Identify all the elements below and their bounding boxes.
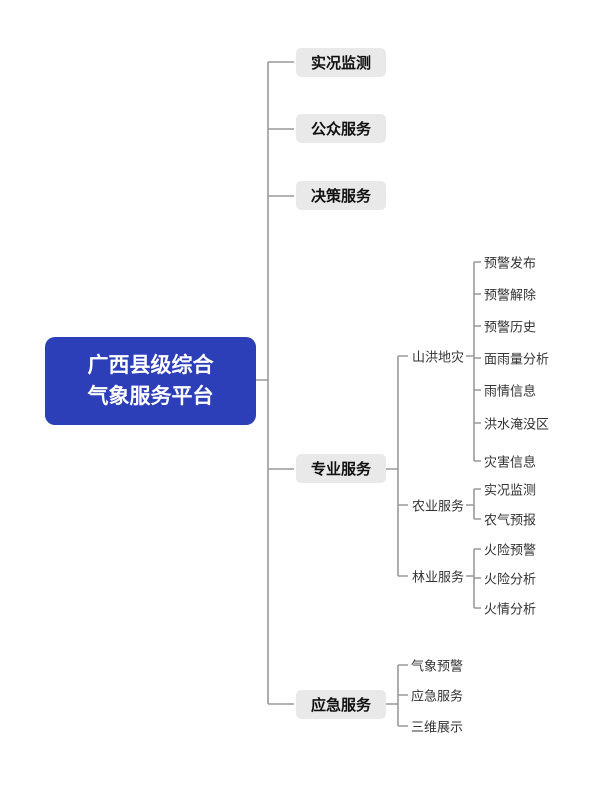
leaf-rain-info[interactable]: 雨情信息 — [484, 384, 537, 400]
branch-public-service[interactable]: 公众服务 — [296, 114, 386, 143]
leaf-fire-risk-analysis[interactable]: 火险分析 — [484, 572, 537, 588]
branch-live-monitoring[interactable]: 实况监测 — [296, 48, 386, 77]
root-label-line2: 气象服务平台 — [87, 384, 214, 408]
branch-professional-service[interactable]: 专业服务 — [296, 454, 386, 483]
node-agriculture-service[interactable]: 农业服务 — [412, 499, 465, 515]
leaf-live-monitoring[interactable]: 实况监测 — [484, 483, 537, 499]
leaf-warning-lift[interactable]: 预警解除 — [484, 288, 537, 304]
leaf-warning-history[interactable]: 预警历史 — [484, 320, 537, 336]
branch-emergency-service[interactable]: 应急服务 — [296, 690, 386, 719]
connector-professional-service — [386, 355, 408, 577]
node-flood-geohazard[interactable]: 山洪地灾 — [412, 350, 465, 366]
leaf-warning-issue[interactable]: 预警发布 — [484, 256, 537, 272]
connector-root — [256, 61, 294, 705]
leaf-fire-risk-warning[interactable]: 火险预警 — [484, 543, 537, 559]
branch-decision-service[interactable]: 决策服务 — [296, 181, 386, 210]
leaf-areal-rainfall-analysis[interactable]: 面雨量分析 — [484, 352, 550, 368]
connector-agriculture-service — [466, 488, 481, 520]
leaf-3d-display[interactable]: 三维展示 — [411, 720, 464, 736]
leaf-agro-weather-forecast[interactable]: 农气预报 — [484, 513, 537, 529]
leaf-flood-inundation-area[interactable]: 洪水淹没区 — [484, 417, 550, 433]
node-forestry-service[interactable]: 林业服务 — [412, 570, 465, 586]
root-node[interactable]: 广西县级综合 气象服务平台 — [45, 337, 256, 425]
connector-forestry-service — [466, 548, 481, 609]
connector-emergency-service — [386, 664, 408, 727]
leaf-disaster-info[interactable]: 灾害信息 — [484, 455, 537, 471]
connector-flood-geohazard — [466, 261, 481, 462]
leaf-weather-warning[interactable]: 气象预警 — [411, 659, 464, 675]
leaf-emergency-service[interactable]: 应急服务 — [411, 689, 464, 705]
root-label-line1: 广西县级综合 — [87, 352, 214, 377]
leaf-fire-situation-analysis[interactable]: 火情分析 — [484, 602, 537, 618]
